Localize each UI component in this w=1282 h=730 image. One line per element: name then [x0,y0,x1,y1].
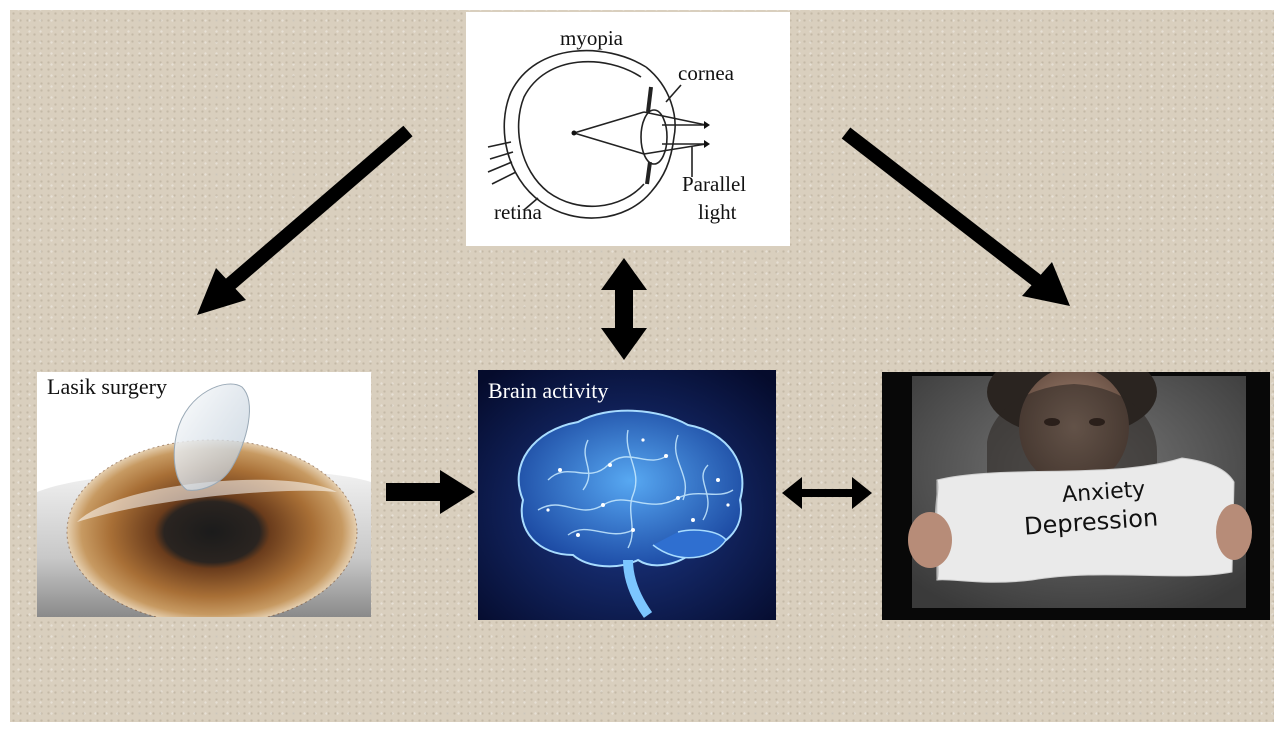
arrow-myopia-to-anxiety [846,133,1070,306]
arrow-myopia-to-lasik [197,131,408,315]
arrow-brain-anxiety-bidirectional [782,477,872,509]
arrow-myopia-brain-bidirectional [601,258,647,360]
arrow-lasik-to-brain [386,470,475,514]
